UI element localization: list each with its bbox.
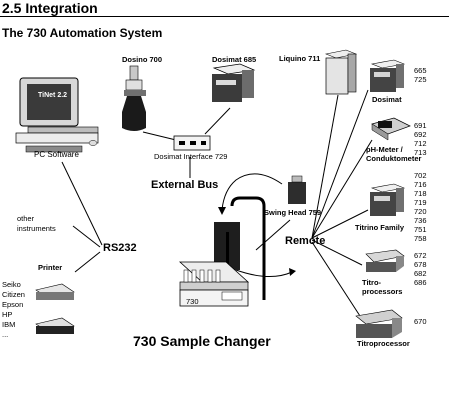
printer-bottom-illustration — [35, 317, 75, 334]
dosimat-interface-label: Dosimat Interface 729 — [154, 152, 228, 161]
model-number: 751 — [414, 225, 427, 234]
model-number: 716 — [414, 180, 427, 189]
external-bus-label: External Bus — [151, 179, 219, 191]
printer-brand: IBM — [2, 320, 16, 329]
titroprocessors-label-1: Titro- — [362, 278, 382, 287]
line-dosimat685-interface — [204, 107, 231, 135]
printer-brand: Epson — [2, 300, 24, 309]
model-number: 702 — [414, 171, 427, 180]
model-number: 692 — [414, 130, 427, 139]
line-dosino-interface — [142, 131, 177, 141]
pc-software-label: PC Software — [34, 150, 79, 159]
other-instruments-label-1: other — [17, 214, 35, 223]
model-number: 720 — [414, 207, 427, 216]
titroprocessor-label: Titroprocessor — [357, 339, 410, 348]
swinghead-illustration — [288, 175, 306, 204]
rs232-label: RS232 — [103, 242, 137, 254]
printer-brand: HP — [2, 310, 13, 319]
line-remote-titrino — [311, 209, 369, 239]
sample-changer-badge: 730 — [186, 297, 199, 306]
swing-head-label: Swing Head 759 — [264, 208, 322, 217]
model-number: 718 — [414, 189, 427, 198]
diagram-subtitle: The 730 Automation System — [2, 26, 163, 40]
tinet-screen-label: TiNet 2.2 — [38, 92, 68, 99]
pc-illustration — [15, 77, 99, 153]
model-number: 719 — [414, 198, 427, 207]
line-remote-phmeter — [311, 139, 373, 239]
titrino-illustration — [370, 183, 406, 216]
printer-brand: ... — [2, 330, 9, 339]
dosimat-label: Dosimat — [372, 95, 402, 104]
phmeter-label-2: Conduktometer — [366, 154, 422, 163]
interface-illustration — [173, 135, 211, 151]
line-remote-liquino — [311, 94, 339, 239]
dosimat-illustration — [370, 59, 406, 92]
liquino-label: Liquino 711 — [279, 54, 321, 63]
line-printer-rs232 — [74, 251, 101, 273]
line-instruments-rs232 — [72, 225, 101, 248]
titroprocessors-illustration — [365, 249, 405, 272]
model-number: 682 — [414, 269, 427, 278]
line-remote-dosimat — [311, 89, 369, 239]
swing-arrowhead-bottom — [289, 268, 296, 276]
swing-arrow-bottom — [235, 269, 293, 277]
model-number: 736 — [414, 216, 427, 225]
phmeter-illustration — [371, 117, 411, 141]
line-remote-titroprocessors — [311, 239, 363, 266]
header-divider — [0, 16, 449, 17]
dosino-illustration — [122, 65, 146, 131]
model-number: 672 — [414, 251, 427, 260]
printer-brand: Citizen — [2, 290, 25, 299]
remote-label: Remote — [285, 235, 326, 247]
printer-label: Printer — [38, 263, 63, 272]
line-pc-rs232 — [61, 161, 103, 246]
line-changer-remote — [255, 219, 291, 251]
model-number: 691 — [414, 121, 427, 130]
model-number: 712 — [414, 139, 427, 148]
phmeter-label-1: pH-Meter / — [366, 145, 403, 154]
printer-brand: Seiko — [2, 280, 21, 289]
section-title: 2.5 Integration — [2, 0, 98, 16]
model-number: 686 — [414, 278, 427, 287]
titrino-family-label: Titrino Family — [355, 223, 405, 232]
swing-arrow-left — [221, 173, 283, 211]
swing-arrowhead-left — [218, 207, 226, 215]
model-number: 725 — [414, 75, 427, 84]
model-number: 670 — [414, 317, 427, 326]
printer-top-illustration — [35, 283, 75, 300]
dosimat685-illustration — [212, 63, 256, 102]
model-number: 665 — [414, 66, 427, 75]
model-number: 713 — [414, 148, 427, 157]
sample-changer-illustration — [178, 196, 266, 307]
dosino-label: Dosino 700 — [122, 55, 163, 64]
titroprocessors-label-2: processors — [362, 287, 403, 296]
liquino-illustration — [324, 49, 358, 95]
model-number: 758 — [414, 234, 427, 243]
dosimat685-label: Dosimat 685 — [212, 55, 257, 64]
sample-changer-label: 730 Sample Changer — [133, 333, 271, 349]
line-remote-titroprocessor — [311, 241, 361, 317]
titroprocessor-illustration — [355, 309, 403, 338]
model-number: 678 — [414, 260, 427, 269]
other-instruments-label-2: instruments — [17, 224, 56, 233]
